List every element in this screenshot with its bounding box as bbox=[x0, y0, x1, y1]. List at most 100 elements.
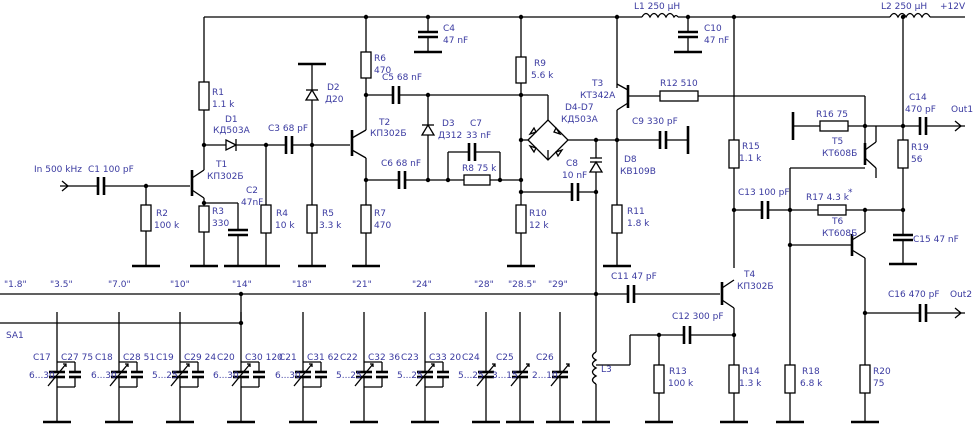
trimmer-name-label: C24 bbox=[462, 353, 480, 363]
trimmer-range-label: 5...25 bbox=[336, 371, 362, 381]
label-c2-name: C2 bbox=[246, 186, 258, 196]
resistor-r11 bbox=[603, 204, 631, 268]
capacitor-c13 bbox=[734, 201, 790, 219]
label-r17-star: * bbox=[848, 188, 853, 198]
capacitor-c9 bbox=[617, 126, 690, 154]
label-c1: C1 100 pF bbox=[88, 165, 134, 175]
label-r9-name: R9 bbox=[534, 59, 546, 69]
label-r10-name: R10 bbox=[529, 209, 547, 219]
label-d1-value: КД503А bbox=[213, 126, 251, 136]
transistor-t3 bbox=[586, 83, 660, 205]
band-label: "28.5" bbox=[508, 280, 536, 290]
trimmer-range-label: 5...25 bbox=[458, 371, 484, 381]
label-c15: C15 47 nF bbox=[913, 235, 959, 245]
label-r11-name: R11 bbox=[627, 207, 645, 217]
label-r10-value: 12 k bbox=[529, 221, 549, 231]
input-label: In 500 kHz bbox=[34, 165, 82, 175]
capacitor-c14 bbox=[918, 117, 965, 135]
label-c4-name: C4 bbox=[443, 24, 455, 34]
label-d2-name: D2 bbox=[327, 83, 340, 93]
trimmer-range-label: 6...30 bbox=[91, 371, 117, 381]
label-c12: C12 300 pF bbox=[672, 312, 724, 322]
resistor-r6 bbox=[360, 51, 372, 98]
label-c10-value: 47 nF bbox=[704, 36, 729, 46]
capacitor-c10 bbox=[674, 30, 702, 54]
trimmer-group: C24 5...25 bbox=[458, 312, 500, 424]
label-c2-value: 47nF bbox=[241, 198, 263, 208]
trimmer-range-label: 5...25 bbox=[397, 371, 423, 381]
label-r20-value: 75 bbox=[873, 379, 884, 389]
resistor-r16 bbox=[791, 112, 920, 140]
resistor-r3 bbox=[190, 200, 238, 268]
label-t5-value: КТ608Б bbox=[822, 149, 857, 159]
label-r1-name: R1 bbox=[212, 88, 224, 98]
label-r15-value: 1.1 k bbox=[739, 154, 762, 164]
resistor-r9 bbox=[515, 56, 527, 205]
label-r18-value: 6.8 k bbox=[800, 379, 823, 389]
label-r4-value: 10 k bbox=[275, 221, 295, 231]
capacitor-c4 bbox=[414, 30, 442, 54]
label-r3-name: R3 bbox=[212, 207, 224, 217]
resistor-r17 bbox=[787, 168, 903, 340]
trimmer-name-label: C23 bbox=[401, 353, 419, 363]
band-label: "10" bbox=[170, 280, 190, 290]
label-r7-value: 470 bbox=[374, 221, 391, 231]
band-label: "24" bbox=[412, 280, 432, 290]
capacitor-c11 bbox=[593, 285, 720, 303]
label-r19-name: R19 bbox=[911, 143, 929, 153]
trimmer-name-label: C22 bbox=[340, 353, 358, 363]
label-t1-value: КП302Б bbox=[207, 172, 244, 182]
transistor-t1 bbox=[190, 145, 205, 206]
switch-label: SA1 bbox=[6, 331, 24, 341]
label-r6-name: R6 bbox=[374, 54, 386, 64]
label-c16: C16 470 pF bbox=[888, 290, 940, 300]
label-d3-name: D3 bbox=[442, 119, 455, 129]
label-r2-name: R2 bbox=[156, 209, 168, 219]
resistor-r15 bbox=[728, 139, 740, 268]
label-l3: L3 bbox=[601, 365, 612, 375]
capacitor-c12 bbox=[629, 326, 734, 365]
capacitor-c3 bbox=[284, 136, 350, 154]
inductor-l2 bbox=[889, 12, 931, 19]
input-terminal bbox=[60, 177, 190, 195]
label-r3-value: 330 bbox=[212, 219, 229, 229]
label-r13-name: R13 bbox=[669, 367, 687, 377]
capacitor-c2 bbox=[224, 203, 252, 268]
trimmer-name-label: C21 bbox=[279, 353, 297, 363]
label-r15-name: R15 bbox=[742, 142, 760, 152]
band-label: "18" bbox=[292, 280, 312, 290]
label-t2-value: КП302Б bbox=[370, 129, 407, 139]
varicap-d8 bbox=[588, 137, 604, 300]
resistor-r2 bbox=[132, 186, 160, 268]
diode-d1 bbox=[204, 138, 286, 152]
band-label: "3.5" bbox=[50, 280, 73, 290]
trimmer-name-label: C25 bbox=[496, 353, 514, 363]
label-c13: C13 100 pF bbox=[738, 188, 790, 198]
band-label: "14" bbox=[232, 280, 252, 290]
resistor-r13 bbox=[645, 335, 673, 424]
trimmer-name-label: C20 bbox=[217, 353, 235, 363]
resistor-r12 bbox=[659, 90, 866, 150]
label-r19-value: 56 bbox=[911, 155, 923, 165]
label-r6-value: 470 bbox=[374, 66, 391, 76]
label-d4-d7-name: D4-D7 bbox=[565, 103, 594, 113]
fixed-capacitor-label: C33 20 bbox=[429, 353, 461, 363]
output-1-label: Out1 bbox=[951, 105, 973, 115]
label-r14-name: R14 bbox=[742, 367, 760, 377]
label-t4-value: КП302Б bbox=[737, 282, 774, 292]
transistor-t2 bbox=[350, 95, 367, 205]
supply-label: +12V bbox=[940, 2, 966, 12]
label-r7-name: R7 bbox=[374, 209, 386, 219]
trimmer-name-label: C18 bbox=[95, 353, 113, 363]
band-label: "7.0" bbox=[108, 280, 131, 290]
label-d1-name: D1 bbox=[225, 115, 238, 125]
capacitor-c16 bbox=[865, 304, 965, 322]
label-c10-name: C10 bbox=[704, 24, 722, 34]
label-t3-name: T3 bbox=[591, 79, 603, 89]
diode-bridge-d4-d7 bbox=[521, 94, 586, 161]
